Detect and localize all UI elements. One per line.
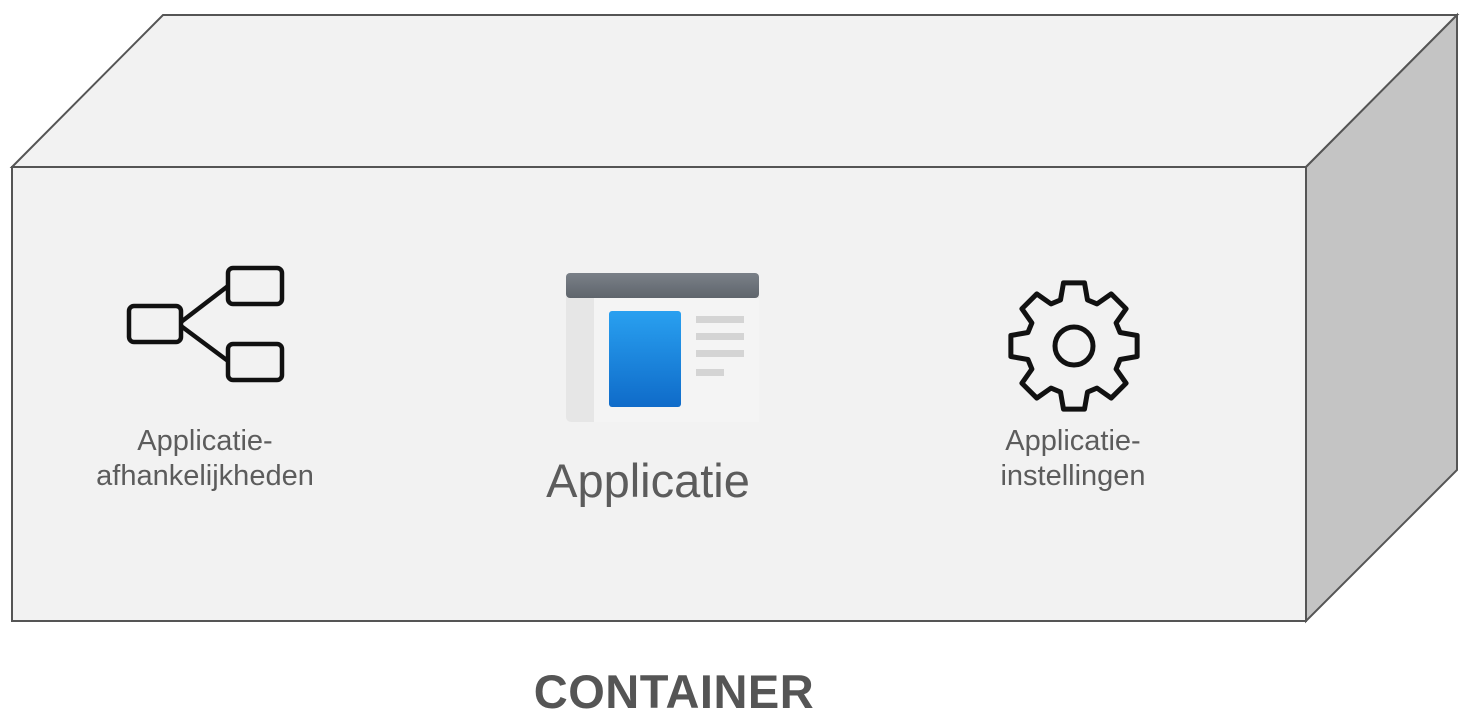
dependencies-label-line-2: afhankelijkheden (96, 459, 314, 492)
container-title: CONTAINER (533, 665, 815, 718)
container-box-top-face (9, 14, 1460, 168)
dependencies-label-line-1: Applicatie- (137, 425, 273, 457)
application-label: Applicatie (546, 454, 750, 507)
settings-label-line-1: Applicatie- (1005, 425, 1141, 457)
dependencies-label: Applicatie- afhankelijkheden (55, 424, 355, 494)
gear-icon (1008, 280, 1140, 412)
settings-label-line-2: instellingen (1000, 459, 1146, 492)
settings-label: Applicatie- instellingen (923, 424, 1223, 494)
hierarchy-icon (126, 265, 285, 383)
application-window-icon (566, 273, 759, 422)
